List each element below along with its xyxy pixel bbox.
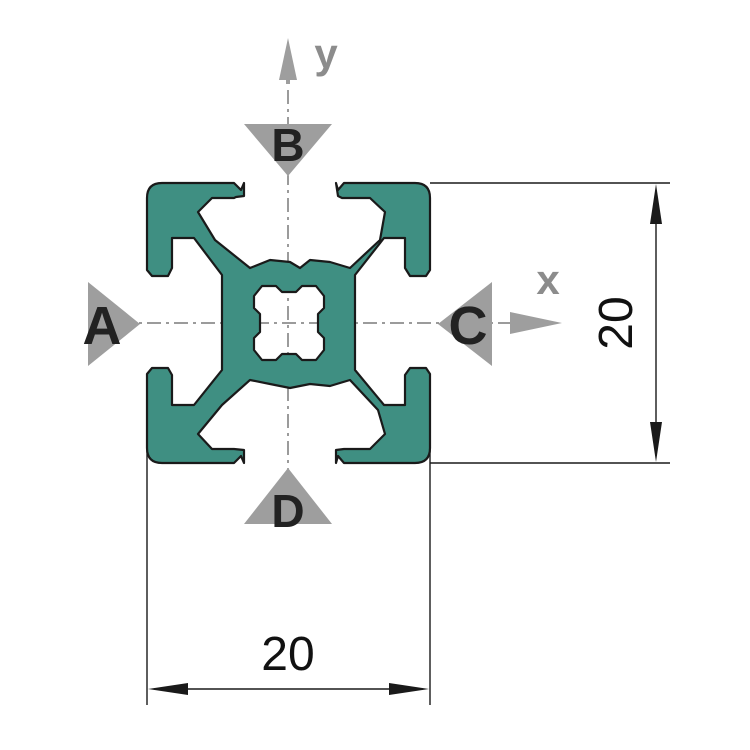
label-a: A [83, 296, 122, 356]
width-arrow-left-icon [148, 683, 188, 695]
axis-label-y: y [314, 30, 338, 77]
profile-outer-frame [145, 181, 432, 465]
height-dimension [430, 182, 670, 464]
width-dimension [146, 448, 431, 705]
arrow-d-triangle [244, 468, 332, 524]
side-labels: B D A C [83, 119, 488, 537]
label-b: B [271, 119, 304, 171]
height-arrow-bottom-icon [650, 422, 662, 462]
direction-arrows [88, 38, 562, 524]
height-arrow-top-icon [650, 184, 662, 224]
aluminium-profile [145, 181, 432, 465]
x-axis-arrow-icon [510, 312, 562, 334]
height-dimension-value: 20 [590, 296, 643, 349]
label-d: D [271, 485, 304, 537]
axis-label-x: x [536, 256, 560, 303]
width-arrow-right-icon [389, 683, 429, 695]
arrow-a-triangle [88, 282, 140, 366]
arrow-c-triangle [438, 282, 492, 366]
label-c: C [449, 296, 488, 356]
y-axis-arrow-icon [279, 38, 297, 84]
width-dimension-value: 20 [261, 628, 314, 681]
arrow-b-triangle [244, 124, 332, 176]
